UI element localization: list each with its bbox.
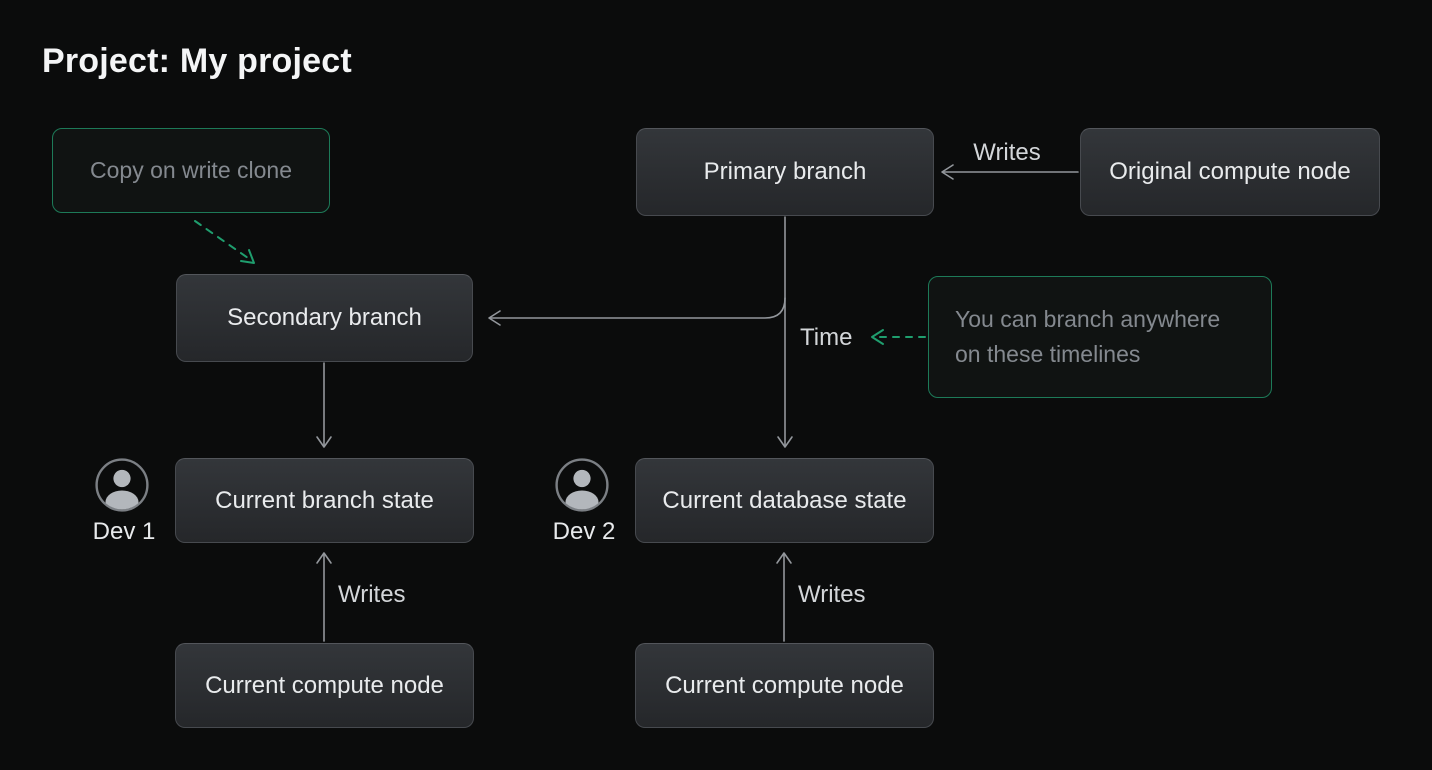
dev2-label: Dev 2 (552, 518, 616, 545)
node-current-compute-node-left: Current compute node (175, 643, 474, 728)
node-current-compute-node-right: Current compute node (635, 643, 934, 728)
avatar (554, 457, 610, 513)
edge-clone-dashed (194, 220, 249, 259)
annotation-branch-anywhere: You can branch anywhere on these timelin… (928, 276, 1272, 398)
user-icon (95, 458, 149, 512)
arrowhead-green-left-icon (871, 329, 884, 345)
arrowhead-down-icon (316, 436, 332, 448)
node-label: Original compute node (1109, 158, 1351, 185)
annotation-label: You can branch anywhere on these timelin… (955, 306, 1221, 367)
arrowhead-up-icon (316, 552, 332, 564)
page-title: Project: My project (42, 42, 352, 80)
edge-label-writes-right: Writes (798, 581, 866, 608)
arrowhead-left-icon (941, 164, 954, 180)
edge-label-writes-left: Writes (338, 581, 406, 608)
avatar (94, 457, 150, 513)
arrowhead-up-icon (776, 552, 792, 564)
node-original-compute-node: Original compute node (1080, 128, 1380, 216)
node-label: Current branch state (215, 486, 434, 514)
node-primary-branch: Primary branch (636, 128, 934, 216)
node-label: Primary branch (703, 158, 867, 185)
node-secondary-branch: Secondary branch (176, 274, 473, 362)
edge-label-time: Time (800, 324, 853, 351)
node-label: Current database state (662, 486, 907, 514)
annotation-copy-on-write-clone: Copy on write clone (52, 128, 330, 213)
user-icon (555, 458, 609, 512)
dev1-label: Dev 1 (92, 518, 156, 545)
node-label: Secondary branch (227, 304, 422, 331)
node-label: Current compute node (205, 671, 444, 699)
annotation-label: Copy on write clone (90, 157, 292, 183)
node-current-database-state: Current database state (635, 458, 934, 543)
edge-branch-to-secondary (489, 297, 786, 319)
arrowhead-down-icon (777, 436, 793, 448)
edge-label-writes-top: Writes (973, 139, 1041, 166)
arrowhead-left-icon (488, 310, 501, 326)
node-label: Current compute node (665, 671, 904, 699)
node-current-branch-state: Current branch state (175, 458, 474, 543)
arrowhead-green-icon (240, 249, 255, 264)
